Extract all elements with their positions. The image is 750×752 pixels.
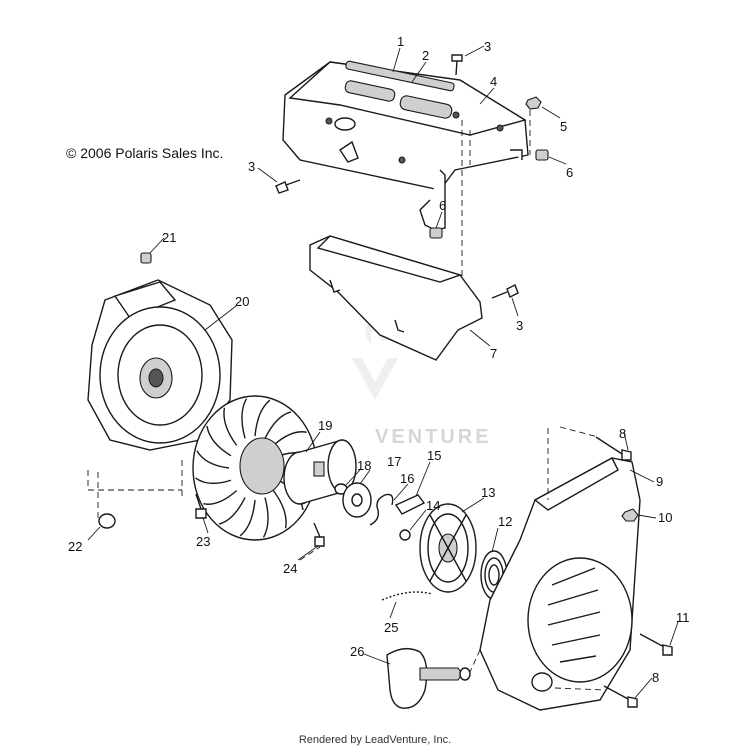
footer-credit: Rendered by LeadVenture, Inc.	[298, 734, 452, 746]
callout-2: 2	[422, 48, 429, 63]
callout-7: 7	[490, 346, 497, 361]
fan-blade	[203, 490, 238, 505]
plug-22	[98, 513, 116, 529]
fan-blade	[223, 407, 238, 446]
grommet-6-lower	[429, 227, 443, 239]
callout-19: 19	[318, 418, 332, 433]
callout-20: 20	[235, 294, 249, 309]
starter-rope-25	[381, 591, 433, 601]
fan-blade	[218, 497, 246, 525]
pin-21	[140, 252, 152, 264]
nut-10	[621, 508, 639, 522]
fan-hub-19	[283, 439, 357, 505]
starter-handle-26	[386, 647, 471, 709]
callout-9: 9	[656, 474, 663, 489]
callout-22: 22	[68, 539, 82, 554]
callout-3-left: 3	[248, 159, 255, 174]
callout-6-lower: 6	[439, 198, 446, 213]
callout-23: 23	[196, 534, 210, 549]
fan-blade	[264, 411, 292, 439]
fan-blade	[196, 450, 230, 469]
bolt-23	[195, 493, 207, 519]
housing-back-plate	[87, 279, 233, 451]
bolt-11	[639, 633, 673, 656]
recoil-housing-9	[479, 457, 641, 711]
callout-18: 18	[357, 458, 371, 473]
bolt-3-mid	[491, 284, 519, 299]
upper-shroud-cover	[282, 60, 529, 231]
bolt-8-upper	[595, 436, 632, 461]
fan-blade	[206, 425, 232, 457]
callout-4: 4	[490, 74, 497, 89]
bolt-3-top	[451, 54, 463, 76]
bolt-3-left	[275, 179, 301, 194]
callout-3-mid: 3	[516, 318, 523, 333]
bolt-8-lower	[603, 685, 638, 708]
callout-10: 10	[658, 510, 672, 525]
watermark-logo	[352, 320, 398, 400]
callout-3-top: 3	[484, 39, 491, 54]
callout-24: 24	[283, 561, 297, 576]
bolt-24	[313, 522, 325, 547]
alignment-lines	[87, 110, 606, 691]
fan-blade	[195, 477, 232, 485]
callout-8-upper: 8	[619, 426, 626, 441]
callout-12: 12	[498, 514, 512, 529]
callout-17: 17	[387, 454, 401, 469]
callout-11: 11	[676, 610, 690, 625]
fan-blade	[262, 497, 269, 538]
callout-26: 26	[350, 644, 364, 659]
fan-blade	[272, 490, 287, 529]
ring-14	[399, 529, 411, 541]
leader-lines	[87, 45, 679, 699]
plate-17	[342, 482, 372, 518]
callout-21: 21	[162, 230, 176, 245]
callout-14: 14	[426, 498, 440, 513]
callout-13: 13	[481, 485, 495, 500]
fan-blade	[241, 398, 248, 439]
spring-16	[369, 493, 394, 526]
grommet-6-upper	[535, 149, 549, 161]
cooling-fan	[192, 395, 318, 541]
callout-8-lower: 8	[652, 670, 659, 685]
fan-blade	[254, 399, 271, 437]
callout-25: 25	[384, 620, 398, 635]
pawl-15	[394, 494, 426, 515]
callout-6-upper: 6	[566, 165, 573, 180]
callout-labels: 1 2 3 4 5 6 3 6 3 7 21 20 19 17 18 16 15…	[68, 34, 690, 685]
watermark-text: VENTURE	[375, 426, 492, 448]
callout-16: 16	[400, 471, 414, 486]
copyright-notice: © 2006 Polaris Sales Inc.	[66, 145, 224, 161]
fan-blade	[239, 499, 256, 537]
nut-5	[525, 96, 542, 110]
lower-shroud	[309, 235, 483, 361]
fan-blade	[272, 431, 307, 446]
callout-1: 1	[397, 34, 404, 49]
starter-pulley-13	[419, 503, 477, 593]
callout-5: 5	[560, 119, 567, 134]
callout-15: 15	[427, 448, 441, 463]
